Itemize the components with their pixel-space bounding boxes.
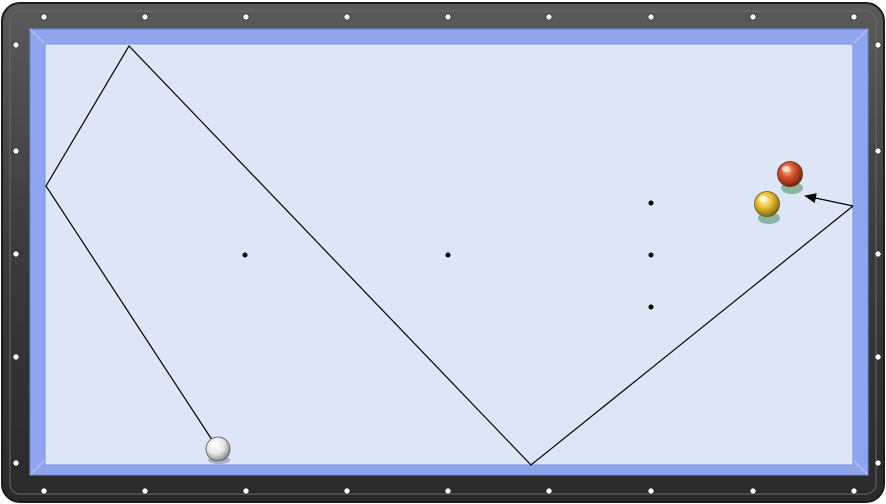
diamond-marker bbox=[13, 354, 19, 360]
diamond-marker bbox=[344, 488, 350, 494]
diamond-marker bbox=[243, 14, 249, 20]
spot-marker bbox=[649, 305, 654, 310]
diamond-marker bbox=[875, 42, 881, 48]
diamond-marker bbox=[13, 251, 19, 257]
ball-highlight bbox=[782, 166, 790, 172]
object-ball-yellow[interactable] bbox=[755, 192, 781, 225]
ball-body bbox=[778, 162, 803, 187]
diamond-marker bbox=[41, 14, 47, 20]
ball-body bbox=[755, 192, 780, 217]
diamond-marker bbox=[546, 488, 552, 494]
diamond-marker bbox=[243, 488, 249, 494]
diamond-marker bbox=[41, 488, 47, 494]
diamond-marker bbox=[875, 354, 881, 360]
diamond-marker bbox=[546, 14, 552, 20]
diamond-marker bbox=[750, 14, 756, 20]
diamond-marker bbox=[142, 14, 148, 20]
cue-ball-white[interactable] bbox=[206, 437, 230, 464]
diamond-marker bbox=[13, 460, 19, 466]
spot-marker bbox=[649, 201, 654, 206]
diamond-marker bbox=[13, 42, 19, 48]
spot-marker bbox=[243, 253, 248, 258]
diamond-marker bbox=[13, 148, 19, 154]
ball-highlight bbox=[759, 196, 767, 202]
diamond-marker bbox=[851, 488, 857, 494]
diamond-marker bbox=[875, 251, 881, 257]
diamond-marker bbox=[142, 488, 148, 494]
spot-marker bbox=[446, 253, 451, 258]
diamond-marker bbox=[648, 488, 654, 494]
diamond-marker bbox=[875, 460, 881, 466]
diamond-marker bbox=[445, 14, 451, 20]
object-ball-red[interactable] bbox=[778, 162, 804, 195]
ball-highlight bbox=[210, 441, 218, 447]
spot-marker bbox=[649, 253, 654, 258]
diamond-marker bbox=[648, 14, 654, 20]
diamond-marker bbox=[445, 488, 451, 494]
diamond-marker bbox=[851, 14, 857, 20]
diamond-marker bbox=[750, 488, 756, 494]
diamond-marker bbox=[344, 14, 350, 20]
ball-body bbox=[206, 437, 230, 461]
diamond-marker bbox=[875, 148, 881, 154]
